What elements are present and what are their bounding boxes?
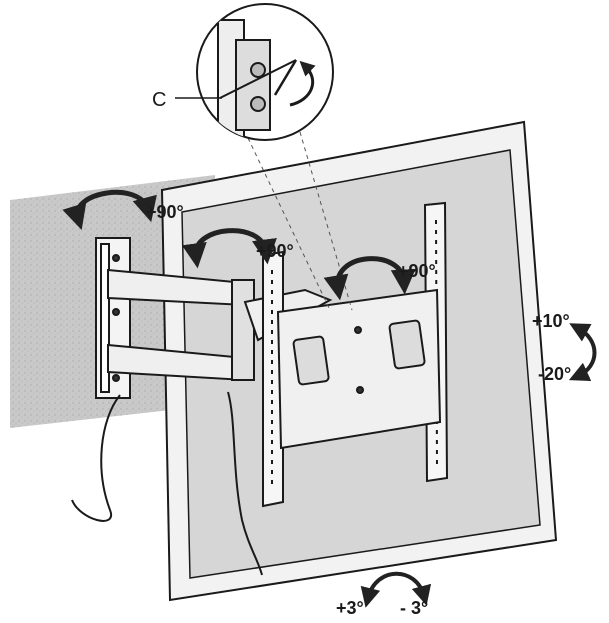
- rotation-arrow-arm-wall: [62, 189, 157, 230]
- rotation-label-tilt-down: -20°: [538, 364, 571, 384]
- rotation-arrow-level: [360, 571, 432, 608]
- rotation-label-arm-tv: +90°: [398, 261, 436, 281]
- center-bracket: [276, 288, 442, 450]
- rotation-label-level-left: +3°: [336, 598, 364, 618]
- cable-left: [71, 394, 121, 522]
- magnifier-inset: [196, 3, 334, 141]
- rotation-arrow-arm-tv: [323, 256, 416, 301]
- rotation-label-arm-mid: +90°: [256, 241, 294, 261]
- rotation-label-level-right: - 3°: [400, 598, 428, 618]
- rotation-arrow-arm-mid: [181, 228, 277, 269]
- cable-right: [227, 391, 263, 576]
- rotation-label-tilt-up: +10°: [532, 311, 570, 331]
- wall-plate: [95, 237, 131, 399]
- callout-c-label: C: [152, 89, 166, 111]
- rotation-label-arm-wall: +90°: [146, 202, 184, 222]
- rotation-arrow-tilt: [568, 323, 597, 381]
- callout-c: C: [152, 89, 222, 111]
